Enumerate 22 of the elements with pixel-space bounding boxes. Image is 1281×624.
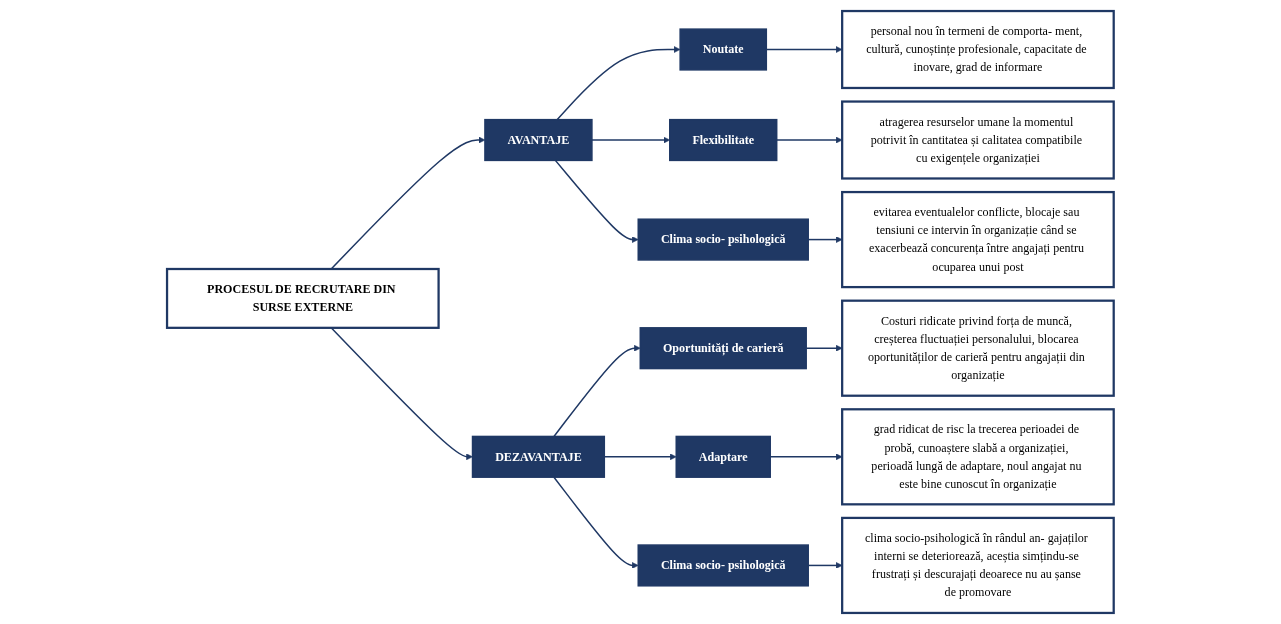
node-box: Costuri ridicate privind forța de muncă, creșterea fluctuației personalului, blocarea oportunităților de carieră pentru angajații din organizație bbox=[841, 299, 1115, 397]
node-box: personal nou în termeni de comporta- ment, cultură, cunoștințe profesionale, capacitate de inovare, grad de informare bbox=[841, 9, 1115, 90]
arrow bbox=[554, 159, 639, 243]
node-box: Flexibilitate bbox=[669, 118, 778, 162]
node-box: AVANTAJE bbox=[484, 118, 593, 162]
arrow bbox=[556, 46, 681, 121]
node-box: Oportunități de carieră bbox=[639, 327, 808, 370]
node-box: evitarea eventualelor conflicte, blocaje sau tensiuni ce intervin în organizație când se exacerbează concurența între angajați pentru ocuparea unui post bbox=[841, 190, 1115, 289]
node-box: grad ridicat de risc la trecerea perioadei de probă, cunoaștere slabă a organizației, perioadă lungă de adaptare, noul angajat nu este bine cunoscut în organizație bbox=[841, 408, 1115, 506]
arrow bbox=[553, 344, 641, 438]
node-box: Adaptare bbox=[675, 435, 772, 478]
node-box: Clima socio- psihologică bbox=[637, 218, 810, 261]
node-box: clima socio-psihologică în rândul an- gajaților interni se deteriorează, aceștia simțindu-se frustrați și descurajați deoarece nu au șanse de promovare bbox=[841, 516, 1115, 615]
arrow bbox=[776, 136, 843, 144]
node-box: Noutate bbox=[679, 28, 768, 71]
arrow bbox=[553, 476, 639, 569]
node-box: Clima socio- psihologică bbox=[637, 544, 810, 587]
node-box: atragerea resurselor umane la momentul potrivit în cantitatea și calitatea compatibile cu exigențele organizației bbox=[841, 100, 1115, 180]
arrow bbox=[330, 327, 473, 461]
node-box: DEZAVANTAJE bbox=[471, 435, 606, 478]
node-box: PROCESUL DE RECRUTARE DIN SURSE EXTERNE bbox=[166, 267, 440, 329]
arrow bbox=[330, 136, 486, 270]
